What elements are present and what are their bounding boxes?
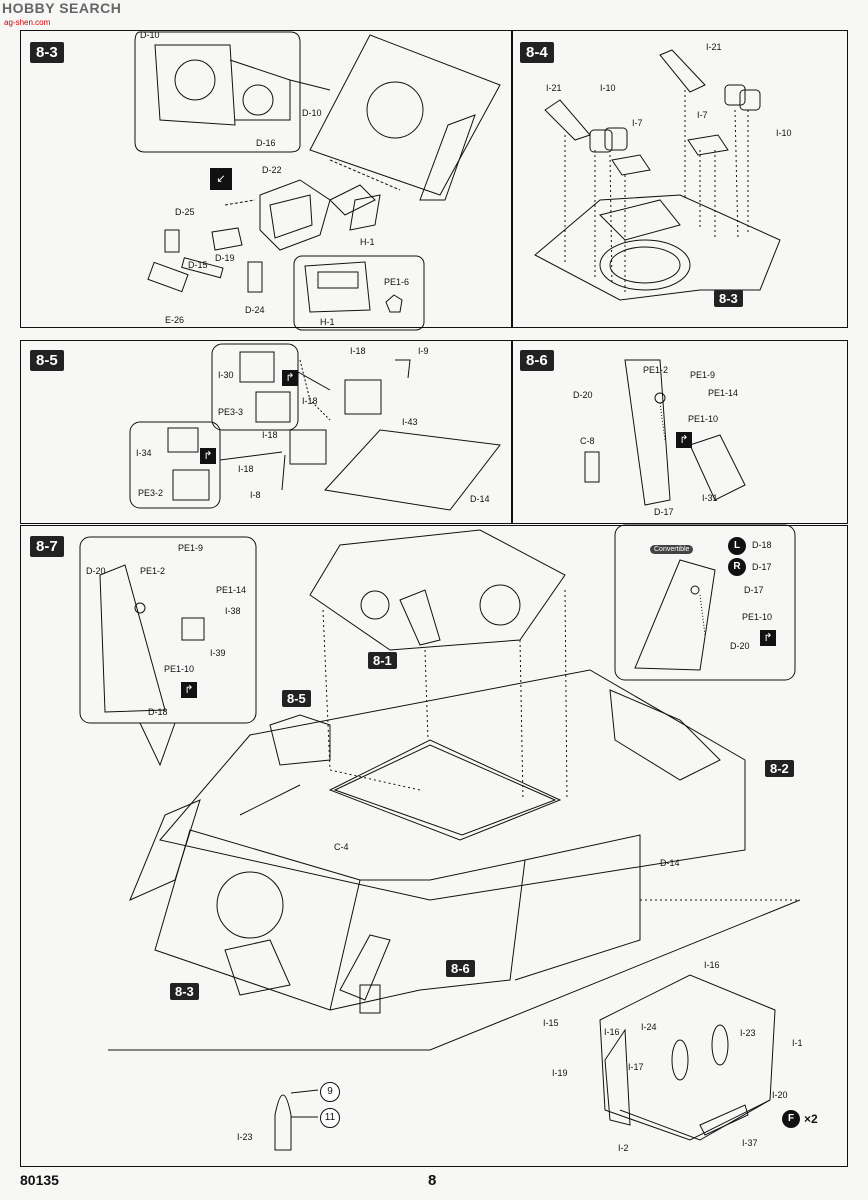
ref-8-3-top: 8-3: [714, 290, 743, 307]
label-i17: I-17: [628, 1062, 644, 1072]
label-i18-d: I-18: [238, 464, 254, 474]
label-d24: D-24: [245, 305, 265, 315]
label-d17-b: D-17: [752, 562, 772, 572]
label-i30: I-30: [218, 370, 234, 380]
label-d10: D-10: [302, 108, 322, 118]
label-i23-rack: I-23: [740, 1028, 756, 1038]
label-pe3-2: PE3-2: [138, 488, 164, 498]
label-c4: C-4: [334, 842, 349, 852]
label-d20-c: D-20: [730, 641, 750, 651]
label-pe1-14-b: PE1-14: [216, 585, 247, 595]
label-i38: I-38: [225, 606, 241, 616]
label-d10-inset: D-10: [140, 30, 160, 40]
label-i15: I-15: [543, 1018, 559, 1028]
step-8-3: 8-3: [30, 42, 64, 63]
step-8-6: 8-6: [520, 350, 554, 371]
panel-8-7: [20, 525, 848, 1167]
label-i10-left: I-10: [600, 83, 616, 93]
label-i7-right: I-7: [697, 110, 708, 120]
label-d14-top: D-14: [470, 494, 490, 504]
label-pe1-10-a: PE1-10: [688, 414, 719, 424]
label-d20-a: D-20: [573, 390, 593, 400]
label-d18-a: D-18: [148, 707, 168, 717]
color-callout-9: 9: [320, 1082, 340, 1102]
panel-8-3: [20, 30, 512, 328]
label-d19: D-19: [215, 253, 235, 263]
ref-8-2: 8-2: [765, 760, 794, 777]
watermark-brand: HOBBY SEARCH: [2, 0, 122, 16]
label-pe1-10-b: PE1-10: [164, 664, 195, 674]
label-d14-hull: D-14: [660, 858, 680, 868]
label-pe1-2-b: PE1-2: [140, 566, 166, 576]
label-i34: I-34: [136, 448, 152, 458]
label-h1: H-1: [360, 237, 375, 247]
label-i16-a: I-16: [704, 960, 720, 970]
step-8-7: 8-7: [30, 536, 64, 557]
label-i31: I-31: [702, 493, 718, 503]
glue-icon: ↱: [181, 682, 197, 698]
panel-8-6: [512, 340, 848, 524]
label-d17-c: D-17: [744, 585, 764, 595]
ref-8-1: 8-1: [368, 652, 397, 669]
label-i39: I-39: [210, 648, 226, 658]
glue-icon: ↱: [200, 448, 216, 464]
label-pe1-10-c: PE1-10: [742, 612, 773, 622]
left-marker: L: [728, 537, 746, 555]
right-marker: R: [728, 558, 746, 576]
convertible-badge: Convertible: [650, 545, 694, 554]
panel-8-5: [20, 340, 512, 524]
ref-8-5: 8-5: [282, 690, 311, 707]
label-i18-a: I-18: [350, 346, 366, 356]
label-i37: I-37: [742, 1138, 758, 1148]
glue-icon: ↱: [676, 432, 692, 448]
label-i43: I-43: [402, 417, 418, 427]
label-d25: D-25: [175, 207, 195, 217]
label-pe3-3: PE3-3: [218, 407, 244, 417]
label-i24: I-24: [641, 1022, 657, 1032]
label-pe1-14-a: PE1-14: [708, 388, 739, 398]
label-i21-left: I-21: [546, 83, 562, 93]
label-i9: I-9: [418, 346, 429, 356]
label-pe1-6: PE1-6: [384, 277, 410, 287]
label-d15: D-15: [188, 260, 208, 270]
step-8-4: 8-4: [520, 42, 554, 63]
direction-symbol-icon: ↙: [210, 168, 232, 190]
kit-number: 80135: [20, 1172, 59, 1188]
page-number: 8: [428, 1172, 437, 1189]
quantity-x2: ×2: [804, 1112, 818, 1126]
label-pe1-2-a: PE1-2: [643, 365, 669, 375]
label-d16: D-16: [256, 138, 276, 148]
label-i20: I-20: [772, 1090, 788, 1100]
label-i10-right: I-10: [776, 128, 792, 138]
label-pe1-9-a: PE1-9: [690, 370, 716, 380]
label-pe1-9-b: PE1-9: [178, 543, 204, 553]
label-d20-b: D-20: [86, 566, 106, 576]
label-i16-b: I-16: [604, 1027, 620, 1037]
label-d17-a: D-17: [654, 507, 674, 517]
label-d18-b: D-18: [752, 540, 772, 550]
label-e26: E-26: [165, 315, 185, 325]
label-i21-right: I-21: [706, 42, 722, 52]
label-h1-inset: H-1: [320, 317, 335, 327]
glue-icon: ↱: [760, 630, 776, 646]
label-d22: D-22: [262, 165, 282, 175]
label-i2: I-2: [618, 1143, 629, 1153]
glue-icon: ↱: [282, 370, 298, 386]
label-i19: I-19: [552, 1068, 568, 1078]
label-i1: I-1: [792, 1038, 803, 1048]
label-i18-c: I-18: [262, 430, 278, 440]
ref-8-6: 8-6: [446, 960, 475, 977]
label-i23-shell: I-23: [237, 1132, 253, 1142]
step-8-5: 8-5: [30, 350, 64, 371]
ref-8-3-bottom: 8-3: [170, 983, 199, 1000]
label-i8: I-8: [250, 490, 261, 500]
label-i18-b: I-18: [302, 396, 318, 406]
label-c8: C-8: [580, 436, 595, 446]
watermark-site: ag-shen.com: [4, 18, 51, 27]
panel-8-4: [512, 30, 848, 328]
label-i7-left: I-7: [632, 118, 643, 128]
color-callout-11: 11: [320, 1108, 340, 1128]
marker-f: F: [782, 1110, 800, 1128]
